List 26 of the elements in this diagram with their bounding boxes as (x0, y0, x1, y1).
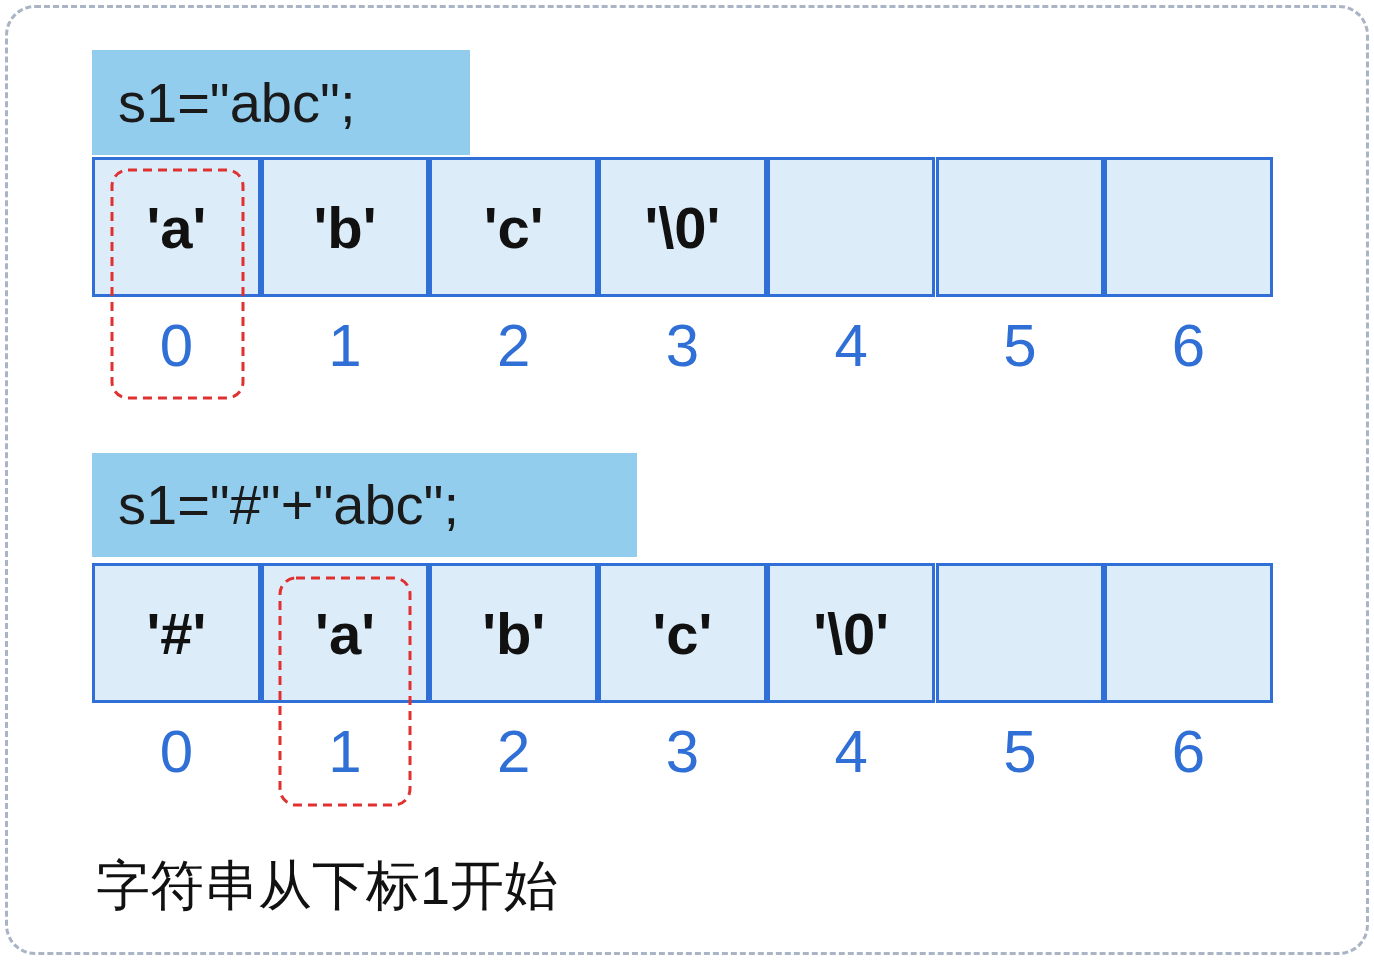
note-text: 字符串从下标1开始 (96, 853, 559, 917)
index-number: 1 (327, 311, 363, 381)
array-cell: 'c' (429, 157, 599, 297)
index-number: 1 (327, 717, 363, 787)
array-cell: '\0' (766, 563, 936, 703)
index-number: 0 (158, 717, 195, 787)
index-number: 6 (1170, 717, 1207, 787)
index-number: 0 (158, 311, 195, 381)
code-label: s1="abc"; (92, 50, 470, 155)
array-cell: 'a' (92, 157, 261, 297)
array-cell: 'a' (260, 563, 430, 703)
index-number: 4 (833, 311, 869, 381)
index-number: 3 (664, 717, 701, 787)
index-number: 2 (496, 717, 532, 787)
index-number: 6 (1170, 311, 1207, 381)
index-number: 5 (1002, 311, 1038, 381)
array-cell: '\0' (598, 157, 767, 297)
code-label: s1="#"+"abc"; (92, 453, 637, 557)
index-number: 4 (833, 717, 869, 787)
array-cell: 'b' (429, 563, 599, 703)
array-cell: '#' (92, 563, 261, 703)
index-number: 2 (496, 311, 532, 381)
index-number: 3 (664, 311, 701, 381)
array-cell: 'c' (598, 563, 767, 703)
array-cell: 'b' (260, 157, 430, 297)
index-number: 5 (1002, 717, 1038, 787)
